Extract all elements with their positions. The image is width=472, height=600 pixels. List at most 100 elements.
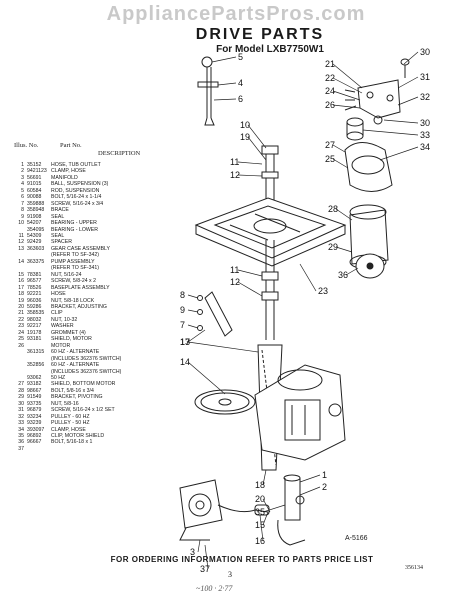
part-description: HOSE: [51, 291, 66, 298]
part-description: 50 HZ: [51, 374, 66, 381]
part-description: PUMP ASSEMBLY: [51, 258, 95, 265]
part-number: 96892: [27, 433, 42, 440]
part-number: 98667: [27, 387, 42, 394]
part-description: (INCLUDES 362376 SWITCH): [51, 368, 122, 375]
part-description: SCREW, 5/8-24 x 2: [51, 278, 96, 285]
col-part-no: Part No.: [60, 142, 82, 149]
part-description: PULLEY - 50 HZ: [51, 420, 90, 427]
part-description: CLIP, MOTOR SHIELD: [51, 433, 105, 440]
part-description: SCREW, 5/16-24 x 1/2 SET: [51, 407, 115, 414]
parts-list-row: (REFER TO SF-341): [14, 265, 190, 271]
part-description: BOLT, 5/16-18 x 1: [51, 439, 93, 446]
part-illus-no: 5: [21, 187, 24, 194]
callout-leader: [332, 104, 361, 109]
part-illus-no: 37: [18, 445, 24, 452]
part-number: 352856: [27, 362, 45, 369]
part-number: 54207: [27, 220, 42, 227]
part-number: 358535: [27, 310, 45, 317]
part-number: 361315: [27, 349, 45, 356]
diagram-id: A-5166: [345, 535, 368, 542]
part-description: BRACKET, PIVOTING: [51, 394, 103, 401]
part-number: 35152: [27, 162, 42, 168]
part-illus-no: 18: [18, 291, 24, 298]
part-description: BALL, SUSPENSION (3): [51, 181, 109, 188]
part-description: (REFER TO SF-342): [51, 252, 99, 259]
part-description: [51, 446, 190, 452]
callout-number: 35: [255, 507, 265, 517]
part-description: NUT, 5/8-16: [51, 400, 79, 407]
part-number: 359888: [27, 200, 45, 207]
callout-number: 34: [420, 142, 430, 152]
ordering-note: FOR ORDERING INFORMATION REFER TO PARTS …: [110, 555, 374, 564]
part-description: BOLT, 5/8-16 x 3/4: [51, 387, 94, 394]
adjusting-bracket: [344, 58, 410, 125]
part-description: SHIELD, MOTOR: [51, 336, 92, 343]
part-illus-no: 9: [21, 213, 24, 220]
part-description: SEAL: [51, 213, 65, 220]
handwritten-note: ~100 · 2·77: [196, 584, 233, 593]
callout-leader: [383, 119, 419, 124]
callout-number: 31: [420, 72, 430, 82]
part-number: 19178: [27, 329, 42, 336]
callout-leader: [332, 158, 349, 169]
baseplate-assembly: [194, 145, 347, 340]
callout-leader: [262, 511, 269, 526]
part-illus-no: 36: [18, 439, 24, 446]
part-description: BRACE: [51, 207, 69, 214]
callout-number: 4: [238, 78, 243, 88]
part-number: 93239: [27, 420, 42, 427]
part-description: GEAR CASE ASSEMBLY: [51, 245, 111, 252]
part-description: PULLEY - 60 HZ: [51, 413, 90, 420]
part-description: BOLT, 5/16-24 x 1-1/4: [51, 194, 102, 201]
callout-leader: [332, 90, 361, 101]
callout-leader: [237, 174, 263, 177]
part-illus-no: 28: [18, 387, 24, 394]
parts-list-header: Illus. No.Part No.DESCRIPTION: [14, 142, 140, 157]
callout-number: 30: [420, 47, 430, 57]
col-description: DESCRIPTION: [98, 150, 141, 157]
part-number: 96879: [27, 407, 42, 414]
part-illus-no: 10: [18, 220, 24, 227]
callout-leader: [332, 144, 346, 153]
part-description: NUT, 10-32: [51, 316, 78, 323]
callout-number: 6: [238, 94, 243, 104]
callout-number: 25: [325, 154, 335, 164]
motor: [344, 142, 393, 279]
part-description: 60 HZ - ALTERNATE: [51, 349, 100, 356]
part-illus-no: 29: [18, 394, 24, 401]
callout-number: 33: [420, 130, 430, 140]
callout-leader: [262, 498, 271, 513]
part-illus-no: 31: [18, 407, 24, 414]
callout-leader: [187, 329, 206, 343]
part-illus-no: 16: [18, 278, 24, 285]
part-number: 96667: [27, 439, 42, 446]
callout-number: 21: [325, 59, 335, 69]
callout-number: 28: [328, 204, 338, 214]
part-description: HOSE, TUB OUTLET: [51, 162, 101, 168]
part-number: [27, 446, 51, 452]
part-description: MOTOR: [51, 342, 71, 349]
part-illus-no: 17: [18, 284, 24, 291]
part-illus-no: 7: [21, 200, 24, 207]
part-illus-no: 14: [18, 258, 24, 265]
parts-list-row: (REFER TO SF-342): [14, 252, 190, 258]
callout-number: 10: [240, 120, 250, 130]
parts-list-row: 361315 60 HZ - ALTERNATE: [14, 349, 190, 355]
page-subtitle: For Model LXB7750W1: [216, 44, 324, 55]
part-illus-no: 23: [18, 323, 24, 330]
